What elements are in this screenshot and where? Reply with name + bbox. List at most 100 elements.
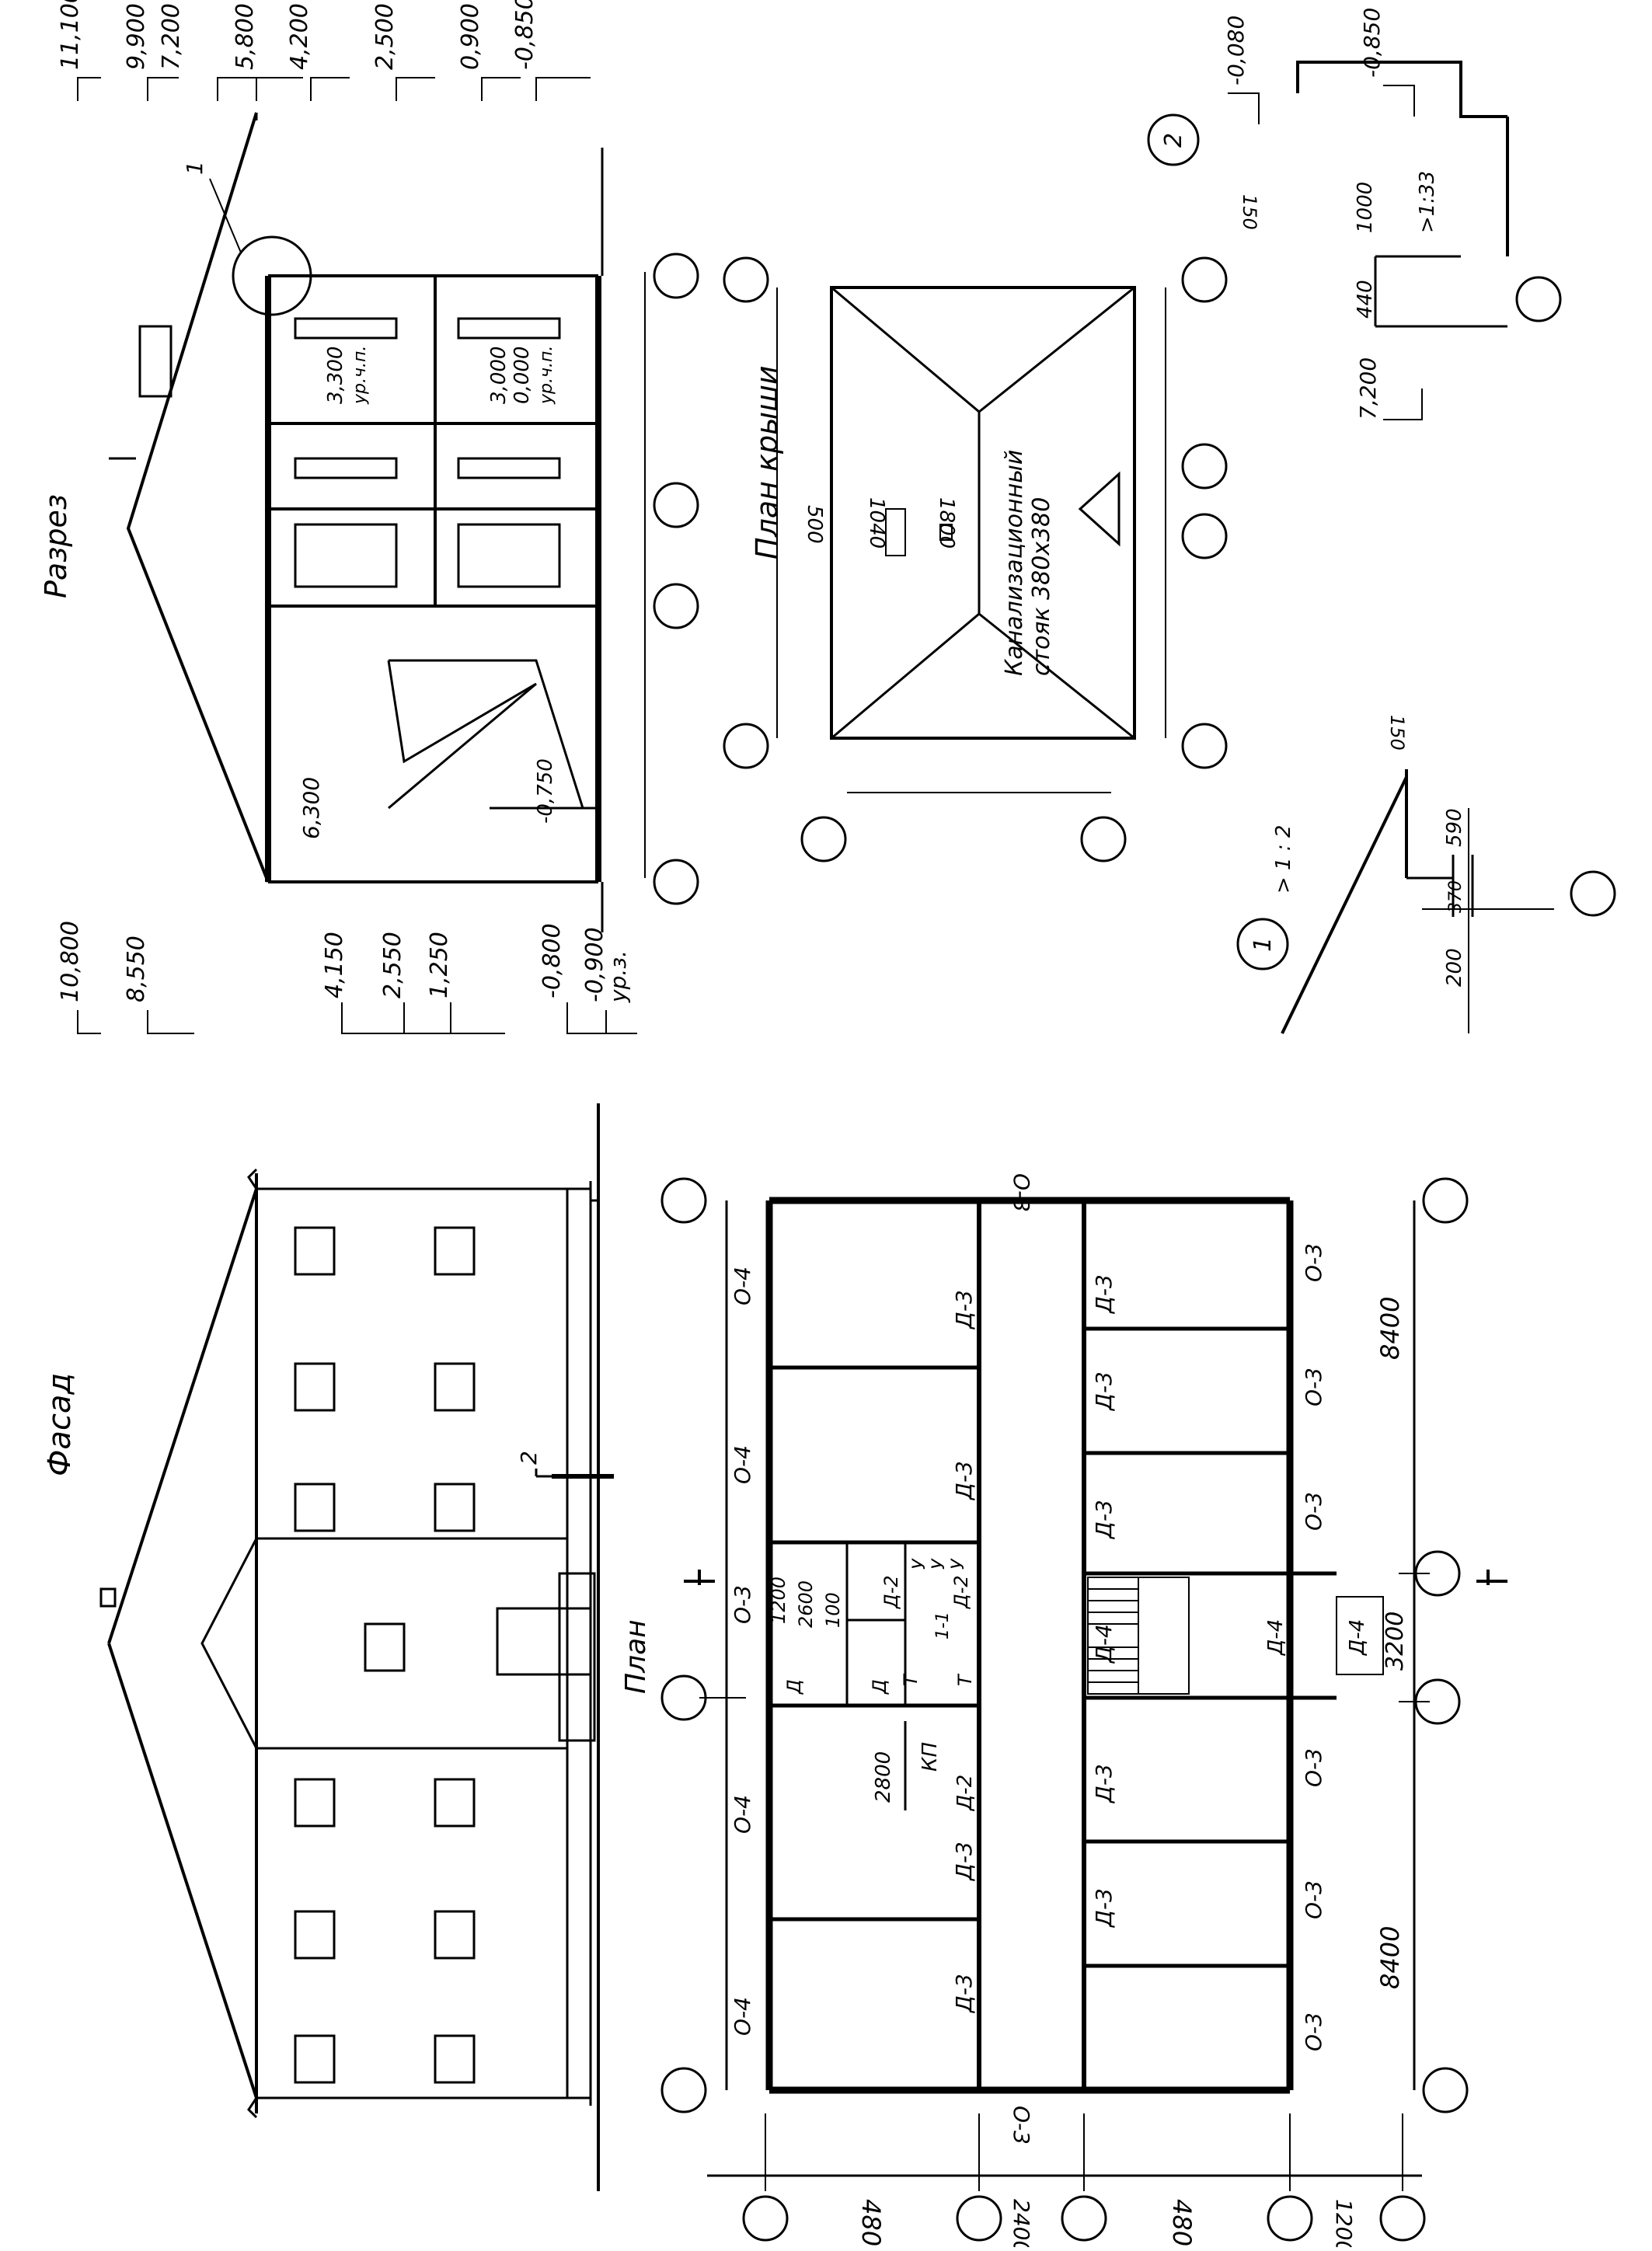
door-mark: Д-3	[1091, 1500, 1117, 1540]
callout-number: 1	[182, 161, 207, 175]
level-mark: 1,250	[426, 932, 453, 998]
level-mark: 7,200	[1355, 357, 1381, 420]
dim-label: 150	[1239, 194, 1260, 230]
door-mark: Д-3	[951, 1461, 977, 1501]
callout-number: 2	[516, 1451, 542, 1465]
dim-label: 4800	[1167, 2199, 1197, 2247]
section-title: Разрез	[39, 494, 73, 598]
room-label: У	[910, 1558, 929, 1570]
roof-plan-title: План крыши	[750, 365, 784, 559]
dim-label: 2800	[872, 1751, 895, 1803]
dim-label: 370	[1446, 880, 1466, 913]
room-label: Т	[954, 1673, 976, 1686]
dim-label: 8400	[1375, 1926, 1405, 1989]
door-mark: Д-3	[951, 1842, 977, 1882]
slope-label: >1:33	[1416, 171, 1439, 233]
room-label: Т	[900, 1673, 922, 1686]
window-mark: О-4	[730, 1795, 755, 1834]
door-mark: Д-3	[1091, 1274, 1117, 1315]
window-mark: О-4	[730, 1445, 755, 1484]
door-mark: Д-4	[1264, 1619, 1288, 1656]
window-mark: О-3	[1301, 1748, 1326, 1787]
level-mark: -0,850	[1359, 8, 1385, 78]
window-mark: О-3	[730, 1585, 755, 1624]
ground-level-label: ур.з.	[605, 950, 631, 1003]
window-mark: О-3	[1301, 1880, 1326, 1919]
level-mark: 8,550	[123, 936, 150, 1002]
level-mark: 5,800	[232, 3, 259, 70]
level-label: ур.ч.п.	[350, 346, 370, 405]
level-mark: -0,750	[534, 758, 557, 824]
dim-label: 8400	[1375, 1297, 1405, 1360]
dim-label: 150	[1386, 715, 1408, 751]
window-mark: О-3	[1009, 1173, 1034, 1212]
level-mark: 2,550	[379, 932, 406, 998]
window-mark: О-3	[1301, 1492, 1326, 1531]
door-mark: Д-3	[1091, 1888, 1117, 1929]
window-mark: О-3	[1301, 2012, 1326, 2051]
door-mark: Д-2	[953, 1775, 977, 1811]
door-mark: Д-3	[1091, 1764, 1117, 1804]
level-mark: -0,900	[581, 927, 608, 1002]
door-mark: Д-2	[950, 1575, 972, 1609]
level-label: ур.ч.п.	[537, 346, 556, 405]
level-mark: 3,000	[487, 347, 511, 404]
level-mark: 0,000	[511, 347, 534, 404]
riser-caption: Канализационный	[1001, 450, 1028, 676]
slope-label: > 1 : 2	[1272, 825, 1295, 894]
window-mark: О-3	[1009, 2106, 1034, 2145]
room-label: У	[949, 1558, 968, 1570]
plan-title: План	[620, 1619, 652, 1694]
door-mark: Д	[869, 1679, 890, 1695]
dim-label: 440	[1354, 280, 1377, 319]
level-mark: -0,800	[538, 923, 566, 998]
floor-plan	[660, 1177, 1507, 2242]
door-mark: Д-4	[1091, 1624, 1117, 1664]
detail-2	[1147, 61, 1562, 328]
level-mark: 4,150	[321, 932, 348, 998]
dim-label: 1200	[768, 1577, 789, 1624]
dim-label: 500	[803, 505, 826, 544]
facade	[99, 1103, 614, 2191]
door-mark: Д	[783, 1679, 805, 1695]
door-mark: Д-3	[1091, 1371, 1117, 1412]
dim-label: 3200	[1382, 1612, 1409, 1671]
door-mark: Д-4	[1346, 1619, 1369, 1656]
door-mark: Д-3	[951, 1974, 977, 2014]
section-view	[77, 77, 699, 1034]
level-mark: -0,080	[1223, 16, 1249, 85]
level-mark: 2,500	[371, 3, 399, 70]
dim-label: 1040	[865, 497, 888, 549]
window-mark: О-4	[730, 1267, 755, 1305]
dim-label: 590	[1443, 808, 1466, 847]
room-label: У	[929, 1558, 949, 1570]
detail-number: 1	[1249, 937, 1277, 952]
section-mark: 1-1	[933, 1612, 953, 1639]
room-label: КП	[918, 1742, 942, 1772]
level-mark: 0,900	[457, 3, 484, 70]
door-mark: Д-2	[880, 1575, 902, 1609]
dim-label: 1200	[1331, 2199, 1357, 2247]
dim-label: 100	[822, 1592, 844, 1628]
dim-label: 2600	[795, 1580, 817, 1628]
window-mark: О-3	[1301, 1243, 1326, 1282]
dim-label: 1000	[1354, 182, 1377, 233]
level-mark: 3,300	[324, 347, 347, 404]
dim-label: 1800	[935, 497, 958, 549]
dim-label: 4800	[856, 2199, 886, 2247]
detail-1	[1236, 389, 1616, 1034]
level-mark: -0,850	[511, 0, 538, 70]
level-mark: 10,800	[57, 921, 84, 1002]
level-mark: 4,200	[286, 3, 313, 70]
window-mark: О-3	[1301, 1368, 1326, 1406]
window-mark: О-4	[730, 1997, 755, 2036]
facade-title: Фасад	[42, 1373, 78, 1476]
labels: Фасад Разрез План План крыши 10,800 8,55…	[39, 0, 1466, 2251]
level-mark: 11,100	[57, 0, 84, 70]
riser-caption: стояк 380х380	[1028, 497, 1055, 676]
detail-number: 2	[1160, 133, 1187, 148]
door-mark: Д-3	[951, 1290, 977, 1330]
level-mark: 6,300	[298, 777, 324, 839]
